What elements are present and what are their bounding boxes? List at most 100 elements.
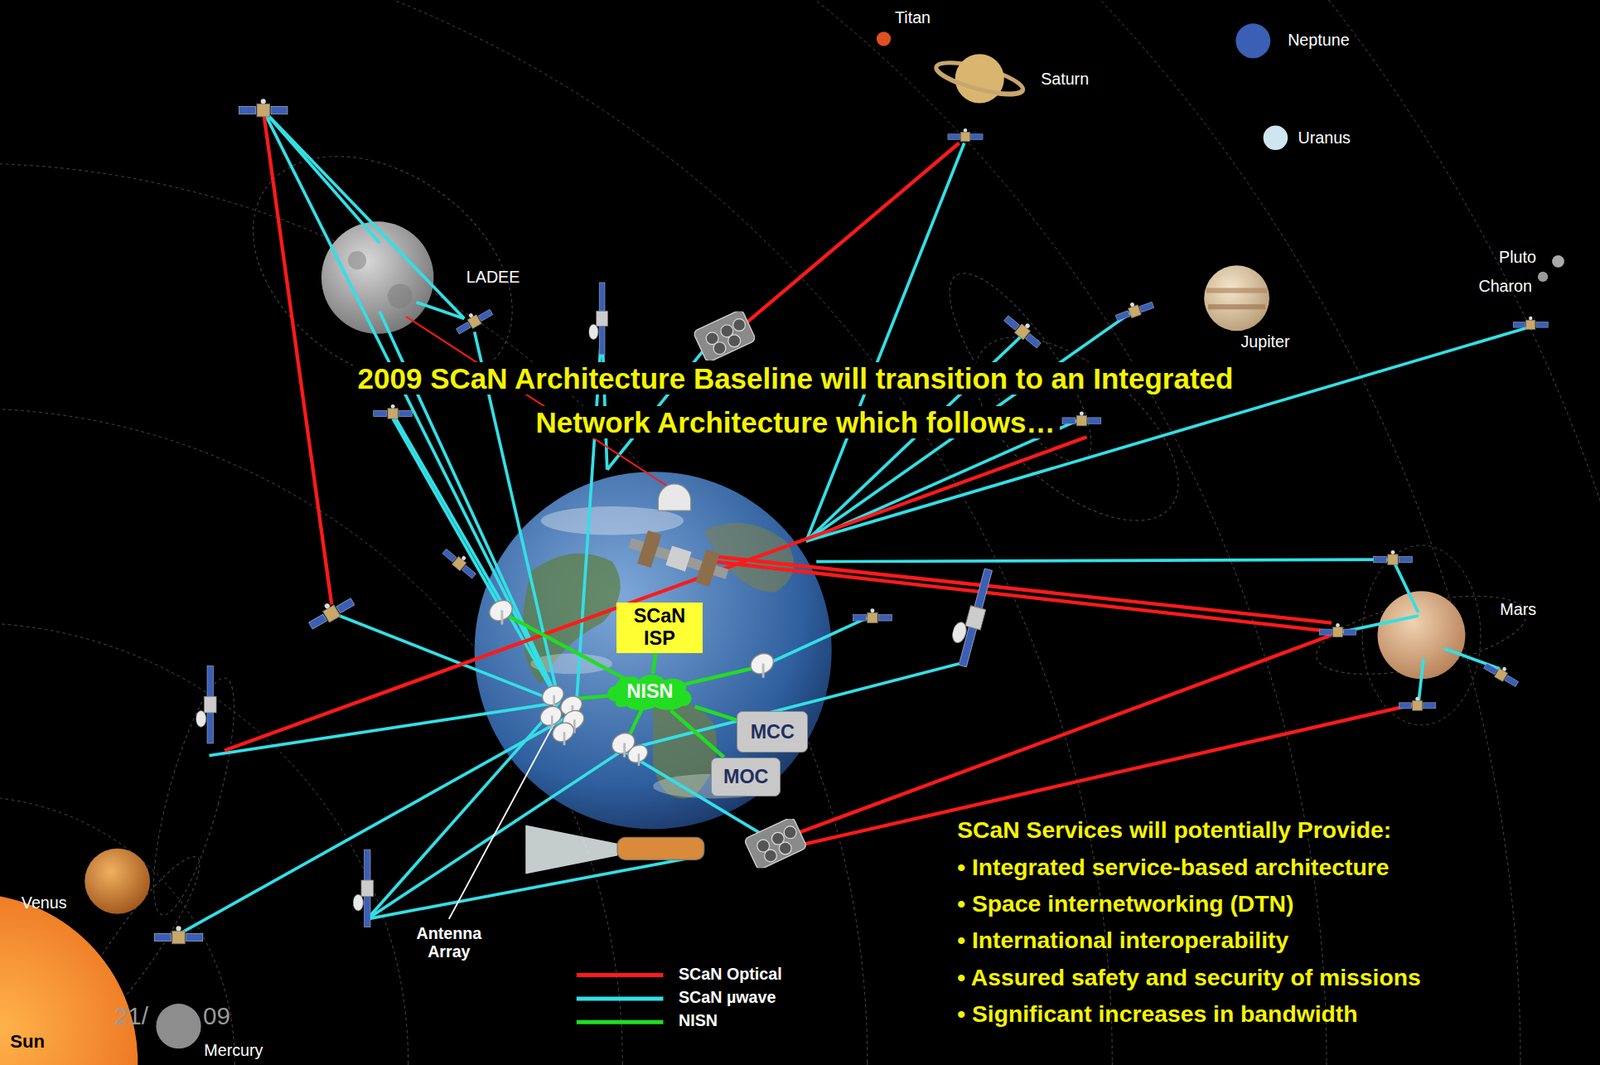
optical-links [224,110,1414,850]
illustration-part [876,31,891,46]
illustration-part [607,337,715,470]
illustration-part [692,309,756,363]
illustration-part [415,302,465,320]
illustration-part [944,564,996,668]
service-item: • International interoperability [957,926,1289,954]
illustration-part [955,53,1005,103]
illustration-part [238,98,287,117]
illustration-part [0,796,235,1065]
planet-name: Neptune [1287,30,1349,50]
illustration-part [1482,657,1522,688]
callout-label: Antenna Array [402,923,495,962]
illustration-part [0,623,409,1065]
illustration-part [763,617,868,666]
illustration-part [485,596,516,625]
illustration-part [714,561,1327,632]
illustration-part [1362,545,1481,726]
illustration-part [0,408,623,1065]
illustration-part [0,893,138,1065]
illustration-part [729,142,960,337]
planet-name: Mercury [203,1040,263,1060]
illustration-part [589,282,609,355]
planets [0,23,1565,1065]
illustration-part [1444,647,1501,669]
illustration-part [0,0,1112,1065]
services-heading: SCaN Services will potentially Provide: [957,816,1392,844]
illustration-part [208,702,559,756]
illustration-part [624,741,651,766]
illustration-part [1551,255,1565,268]
illustration-part [392,418,503,611]
illustration-part [780,704,1414,850]
illustration-part [525,824,618,874]
illustration-part [695,549,720,587]
illustration-part [744,816,808,871]
illustration-part [714,555,1332,623]
service-item: • Significant increases in bandwidth [957,1000,1358,1028]
network-connector [671,710,725,758]
illustration-part [453,304,494,336]
illustration-part [853,608,893,623]
network-connector [695,706,738,721]
service-box: SCaN ISP [616,602,703,654]
moon-name: Charon [1478,276,1533,296]
illustration-part [195,665,217,744]
legend-text: SCaN µwave [678,987,777,1007]
legend-samples [576,975,664,1023]
illustration-part [0,0,1327,1065]
illustration-part [224,436,1088,750]
illustration-part [1203,265,1270,331]
node-text: MCC [750,720,795,744]
illustration-part [1537,271,1548,282]
illustration-part [406,316,674,490]
illustration-part [348,251,367,270]
network-connector [652,652,657,674]
illustration-part [84,848,150,914]
illustration-part [1062,411,1102,426]
illustration-part [624,526,733,591]
service-item: • Assured safety and security of mission… [957,963,1422,991]
cloud-outline [608,674,692,711]
illustration-part [1319,623,1356,637]
illustration-part [0,0,1521,1065]
illustration-part [747,649,778,678]
illustration-part [440,544,480,581]
illustration-part [154,925,203,944]
spacecraft [154,98,1548,943]
illustration-part [816,559,1393,561]
illustration-part [387,284,413,310]
title-text: 2009 SCaN Architecture Baseline will tra… [352,362,1239,439]
illustration-part [617,836,705,860]
illustration-part [352,849,374,928]
planet-name: Titan [894,8,931,28]
control-center-box: MCC [736,710,808,752]
planet-name: Uranus [1297,128,1350,148]
illustration-part [1512,316,1548,330]
leader-line [449,704,565,919]
planet-name: Mars [1499,599,1537,619]
illustration-part [1263,125,1289,151]
illustration-part [263,110,333,605]
illustration-part [657,483,691,511]
planet-name: Jupiter [1241,332,1291,352]
illustration-part [937,69,1023,94]
illustration-part [637,530,662,568]
illustration-part [137,671,251,922]
node-text: MOC [723,765,769,788]
illustration-part [1373,550,1413,565]
title-block: 2009 SCaN Architecture Baseline will tra… [331,357,1260,445]
spacecraft-name: LADEE [466,267,521,287]
service-item: • Space internetworking (DTN) [957,889,1294,918]
illustration-part [155,1003,201,1049]
legend-text: NISN [678,1010,718,1030]
legend-text: SCaN Optical [678,964,783,984]
illustration-part [780,634,1332,839]
illustration-part [1398,696,1436,711]
illustration-part [304,591,356,632]
node-text: SCaN ISP [623,604,696,650]
